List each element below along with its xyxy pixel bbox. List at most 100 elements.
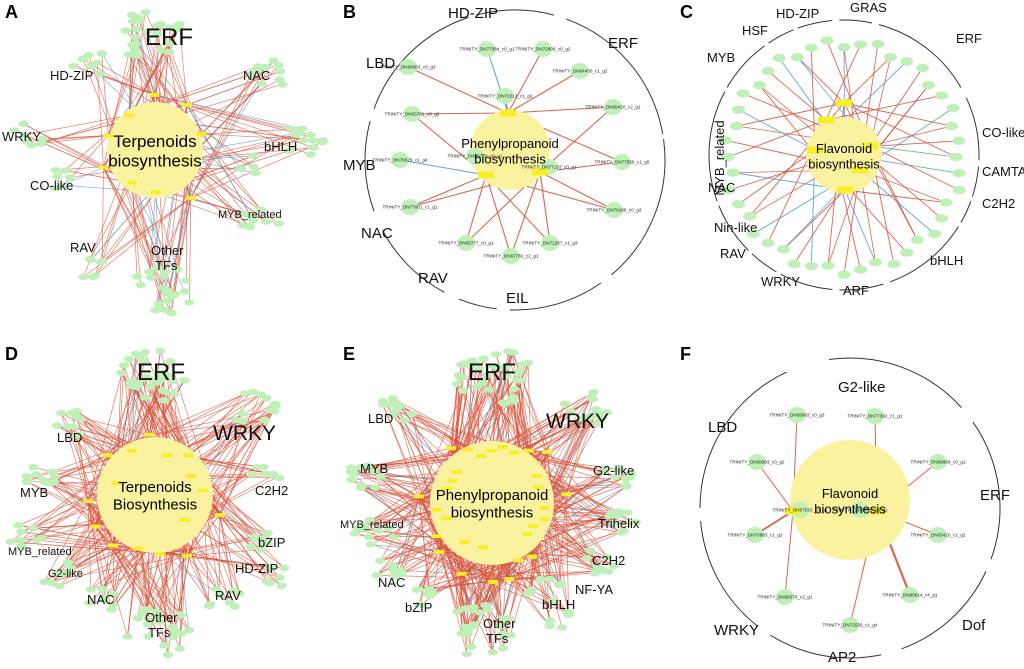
- positive-edge: [189, 197, 192, 303]
- tf-node: [790, 52, 804, 62]
- gene-node: [111, 481, 122, 486]
- tf-node-label: TRINITY_DN67782_c2_g1: [484, 254, 539, 259]
- tf-node: [143, 633, 154, 640]
- tf-node: [21, 478, 33, 485]
- gene-node: [133, 546, 144, 551]
- positive-edge: [767, 70, 827, 121]
- tf-node: [506, 396, 517, 403]
- tf-node: [352, 524, 363, 532]
- positive-edge: [558, 494, 567, 585]
- tf-node: [52, 570, 63, 577]
- pathway-center-circle: [97, 437, 213, 553]
- positive-edge: [43, 135, 109, 140]
- positive-edge: [528, 410, 571, 451]
- tf-node: [722, 185, 736, 195]
- tf-node: [274, 574, 285, 581]
- tf-node: [556, 580, 567, 588]
- tf-node: [13, 522, 24, 529]
- tf-node: [565, 408, 576, 415]
- tf-node: [260, 64, 271, 71]
- tf-node-label: TRINITY_DN77392_c1_g1: [848, 414, 903, 419]
- negative-edge: [399, 159, 487, 176]
- family-label-c2h2: C2H2: [592, 553, 625, 568]
- tf-node: [841, 617, 859, 633]
- tf-node: [922, 80, 936, 90]
- positive-edge: [168, 51, 188, 106]
- tf-node: [368, 467, 379, 475]
- family-label-bhlh: bHLH: [542, 597, 575, 612]
- tf-node: [391, 152, 409, 168]
- tf-node: [851, 502, 869, 518]
- gene-node: [181, 553, 192, 558]
- tf-node: [371, 571, 382, 579]
- tf-node: [94, 70, 106, 78]
- tf-node: [245, 71, 256, 78]
- tf-node: [165, 358, 176, 365]
- tf-node: [50, 167, 62, 174]
- gene-node: [82, 499, 93, 504]
- tf-node: [544, 622, 555, 630]
- tf-node: [820, 36, 834, 45]
- family-label-hd-zip: HD-ZIP: [448, 5, 498, 22]
- family-arc: [699, 371, 787, 509]
- positive-edge: [87, 501, 104, 600]
- tf-node-label: TRINITY_DN64430_c1_g2: [553, 69, 608, 74]
- tf-node: [465, 643, 477, 651]
- tf-node: [480, 601, 491, 609]
- tf-node: [355, 464, 367, 471]
- tf-node: [395, 567, 407, 574]
- tf-node: [411, 586, 422, 593]
- pathway-center-label: biosynthesis: [108, 152, 202, 171]
- positive-edge: [756, 461, 794, 512]
- positive-edge: [136, 29, 155, 96]
- tf-node: [284, 125, 296, 132]
- family-label-myb: MYB: [343, 157, 376, 174]
- positive-edge: [87, 455, 108, 502]
- tf-node: [508, 385, 520, 393]
- tf-node: [145, 274, 157, 281]
- tf-node: [622, 509, 633, 516]
- positive-edge: [89, 182, 133, 260]
- family-arc: [780, 273, 833, 290]
- tf-node: [625, 474, 636, 481]
- tf-node: [283, 147, 295, 154]
- gene-node: [451, 470, 462, 475]
- family-arc: [751, 253, 777, 273]
- family-label-other: Other: [483, 616, 516, 631]
- tf-node: [467, 357, 478, 364]
- tf-node: [390, 407, 402, 414]
- tf-node: [62, 559, 73, 566]
- positive-edge: [509, 560, 519, 580]
- tf-node: [608, 519, 620, 527]
- positive-edge: [21, 531, 139, 549]
- positive-edge: [825, 44, 861, 121]
- tf-node: [71, 407, 82, 415]
- positive-edge: [149, 409, 271, 436]
- positive-edge: [96, 62, 155, 96]
- tf-node-label: TRINITY_DN65777_c0_g1: [439, 241, 494, 246]
- tf-node: [249, 533, 260, 540]
- tf-node: [608, 562, 620, 570]
- positive-edge: [546, 451, 562, 584]
- tf-node: [377, 401, 389, 408]
- tf-node: [944, 121, 958, 131]
- tf-node: [122, 633, 133, 640]
- tf-node-label: TRINITY_DN67533_c0_g1: [773, 508, 828, 513]
- tf-node: [75, 416, 86, 423]
- tf-node: [159, 268, 171, 276]
- tf-node: [731, 105, 745, 114]
- gene-node: [486, 448, 497, 453]
- gene-node: [126, 180, 137, 185]
- tf-node: [488, 362, 500, 370]
- tf-node: [746, 229, 760, 239]
- gene-node: [431, 534, 442, 539]
- tf-node: [346, 476, 357, 483]
- gene-node: [542, 449, 553, 454]
- tf-node: [146, 376, 158, 384]
- tf-node: [249, 169, 261, 177]
- tf-node: [461, 650, 473, 658]
- tf-node: [451, 608, 463, 615]
- tf-node: [236, 165, 247, 173]
- positive-edge: [44, 555, 188, 583]
